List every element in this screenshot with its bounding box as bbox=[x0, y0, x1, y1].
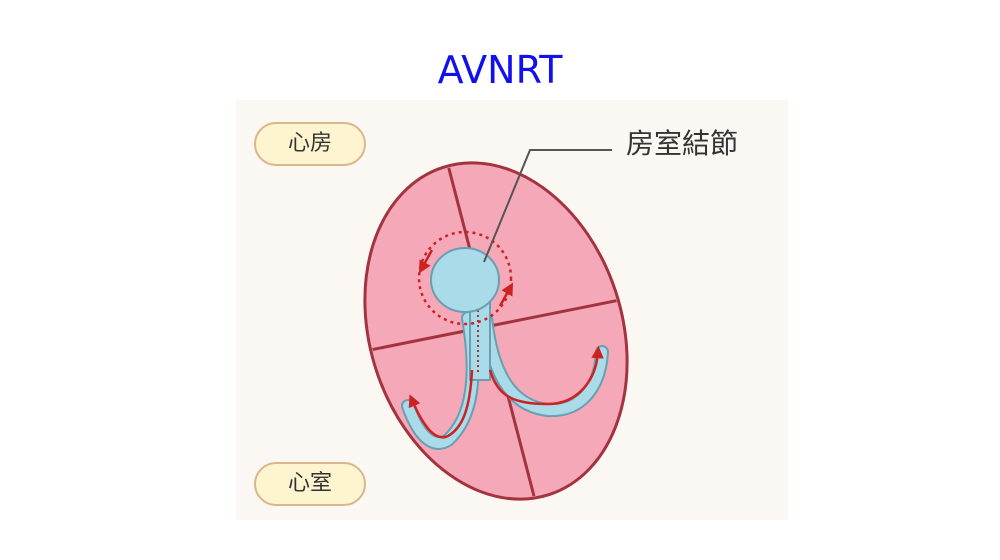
right-conduction-arrow bbox=[488, 345, 604, 406]
av-node bbox=[430, 247, 500, 313]
av-node-leader-line bbox=[483, 149, 612, 263]
ventricle-label: 心室 bbox=[254, 462, 366, 506]
reentry-arrow-left bbox=[418, 249, 434, 274]
left-conduction-arrow bbox=[408, 369, 474, 439]
horizontal-septum bbox=[359, 294, 641, 354]
atrium-label: 心房 bbox=[254, 122, 366, 166]
reentry-circuit bbox=[417, 230, 513, 326]
reentry-arrow-right bbox=[498, 282, 514, 307]
diagram-title: AVNRT bbox=[437, 48, 563, 92]
av-node-label: 房室結節 bbox=[626, 127, 739, 160]
heart-ellipse bbox=[363, 161, 629, 501]
